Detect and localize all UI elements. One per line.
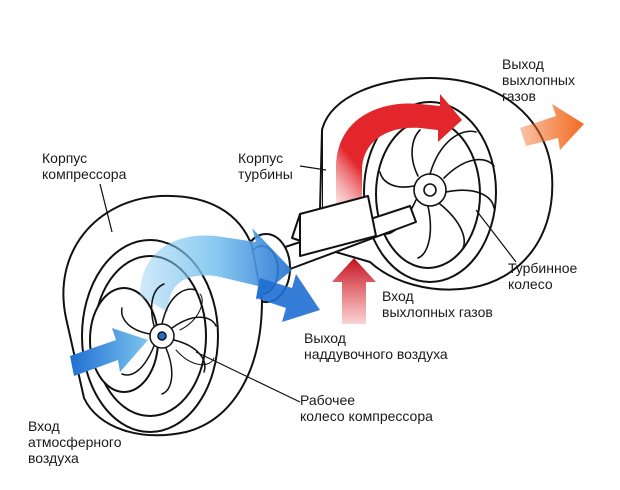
label-boost-air-out: Выход наддувочного воздуха (304, 330, 448, 362)
compressor-wheel-shape (120, 283, 217, 395)
label-exhaust-in: Вход выхлопных газов (382, 288, 493, 320)
label-turbine-wheel: Турбинное колесо (508, 260, 578, 292)
atmospheric-inlet-arrow (70, 328, 148, 376)
exhaust-outlet-arrow (520, 104, 584, 150)
label-compressor-wheel: Рабочее колесо компрессора (300, 392, 433, 424)
label-atmospheric-in: Вход атмосферного воздуха (28, 418, 122, 466)
label-turbine-housing: Корпус турбины (238, 150, 293, 182)
leader-compressor-wheel (195, 351, 301, 403)
turbine-wheel-shape (379, 129, 495, 259)
compressor-scroll-arrow (140, 228, 292, 312)
exhaust-inlet-arrow (332, 258, 376, 324)
boost-air-outlet-arrow (256, 274, 320, 322)
compressor-housing-shape (62, 194, 263, 437)
label-exhaust-out: Выход выхлопных газов (502, 56, 575, 104)
label-compressor-housing: Корпус компрессора (42, 150, 127, 182)
leader-compressor-housing (99, 183, 113, 233)
leader-turbine-wheel (475, 209, 517, 263)
leader-turbine-housing (299, 165, 327, 171)
exhaust-scroll-arrow (336, 94, 462, 244)
